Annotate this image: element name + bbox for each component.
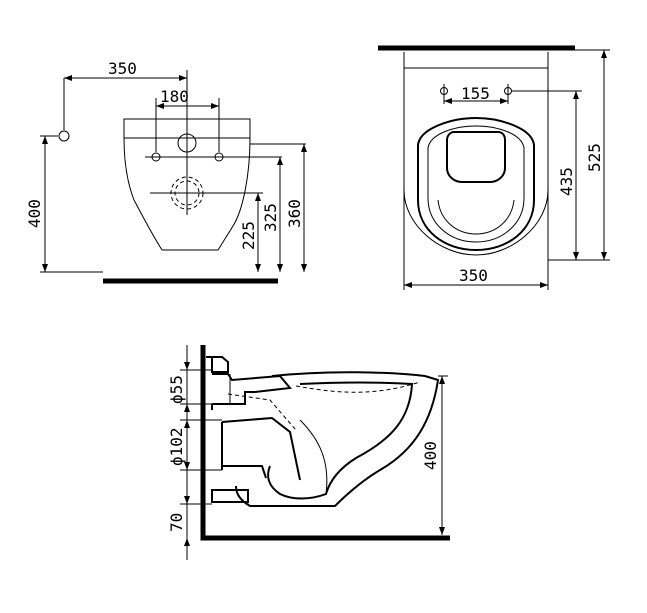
side-outlet-pipe bbox=[221, 416, 301, 481]
side-hidden-rim bbox=[295, 381, 421, 393]
top-seat-opening bbox=[446, 131, 506, 183]
side-trapway bbox=[299, 419, 328, 495]
dim-400-side-label: 400 bbox=[421, 441, 440, 470]
front-pipe-circle bbox=[58, 130, 70, 142]
dim-55-label: ϕ55 bbox=[167, 375, 186, 404]
dim-400-label: 400 bbox=[25, 199, 44, 228]
dim-225-label: 225 bbox=[239, 221, 258, 250]
side-wall-floor bbox=[200, 345, 450, 541]
top-seat-outer bbox=[417, 116, 535, 252]
dim-70-label: 70 bbox=[167, 513, 186, 532]
dim-435-label: 435 bbox=[557, 167, 576, 196]
top-seat-hinge bbox=[437, 199, 515, 235]
front-view: 350 180 400 225 325 360 bbox=[25, 59, 307, 284]
top-outer-outline bbox=[403, 52, 549, 256]
top-view: 155 435 525 350 bbox=[378, 45, 610, 290]
dim-525-label: 525 bbox=[585, 143, 604, 172]
dim-155-label: 155 bbox=[461, 84, 490, 103]
side-bowl-back bbox=[211, 373, 292, 410]
dim-350-top-label: 350 bbox=[459, 266, 488, 285]
side-bowl-inner bbox=[267, 381, 414, 500]
front-bowl-outline bbox=[123, 118, 251, 251]
dim-360-label: 360 bbox=[285, 199, 304, 228]
top-seat-middle bbox=[427, 125, 525, 243]
dim-102-label: ϕ102 bbox=[167, 427, 186, 466]
dim-325-label: 325 bbox=[261, 203, 280, 232]
side-view: ϕ55 ϕ102 70 400 bbox=[167, 345, 450, 560]
side-hidden-inlet bbox=[227, 393, 297, 431]
side-bowl-outer bbox=[235, 371, 440, 507]
dim-350-label: 350 bbox=[108, 59, 137, 78]
dim-180-label: 180 bbox=[160, 87, 189, 106]
